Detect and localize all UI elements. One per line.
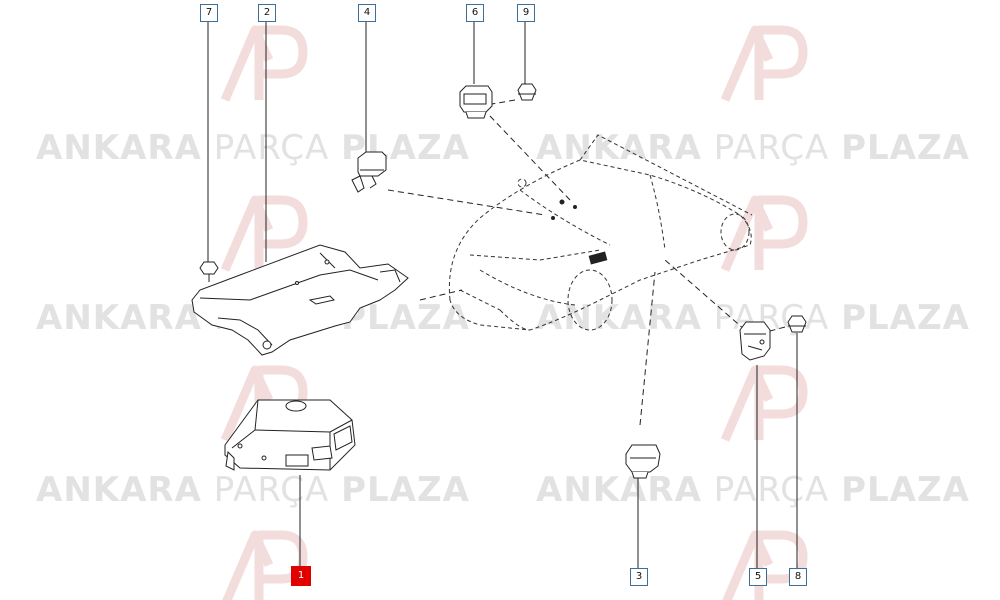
watermark-text: ANKARA PARÇA PLAZA bbox=[536, 470, 970, 510]
mount-point bbox=[551, 216, 555, 220]
part-5-sensor bbox=[739, 321, 771, 361]
callout-2[interactable]: 2 bbox=[258, 4, 276, 22]
callout-9[interactable]: 9 bbox=[517, 4, 535, 22]
callout-3[interactable]: 3 bbox=[630, 568, 648, 586]
part-7-nut bbox=[199, 261, 219, 282]
part-8-nut bbox=[787, 315, 807, 333]
watermark-logo bbox=[220, 195, 308, 272]
mount-point bbox=[559, 199, 565, 205]
watermark-logo bbox=[720, 25, 808, 102]
dashed-line bbox=[639, 271, 656, 426]
callout-1[interactable]: 1 bbox=[291, 566, 311, 586]
part-9-nut bbox=[517, 83, 537, 101]
dashed-line bbox=[664, 259, 746, 331]
callout-5[interactable]: 5 bbox=[749, 568, 767, 586]
callout-4[interactable]: 4 bbox=[358, 4, 376, 22]
callout-6[interactable]: 6 bbox=[466, 4, 484, 22]
watermark-logo bbox=[220, 25, 308, 102]
watermark-logo bbox=[720, 195, 808, 272]
watermark-text: ANKARA PARÇA PLAZA bbox=[536, 128, 970, 168]
callout-7[interactable]: 7 bbox=[200, 4, 218, 22]
watermark-logo bbox=[222, 530, 308, 600]
vehicle-center-console bbox=[588, 251, 608, 265]
dashed-line bbox=[387, 189, 546, 216]
dashed-line bbox=[769, 326, 786, 332]
dashed-line bbox=[491, 99, 516, 105]
callout-8[interactable]: 8 bbox=[789, 568, 807, 586]
dashed-line bbox=[419, 289, 463, 301]
watermark-text: ANKARA PARÇA PLAZA bbox=[536, 298, 970, 338]
mount-point bbox=[573, 205, 577, 209]
part-1-control-unit bbox=[224, 399, 356, 471]
part-6-sensor bbox=[459, 85, 493, 119]
dashed-line bbox=[489, 115, 571, 201]
watermark-text: ANKARA PARÇA PLAZA bbox=[36, 470, 470, 510]
part-3-sensor bbox=[625, 444, 661, 479]
vehicle-outline bbox=[448, 134, 753, 331]
part-2-bracket bbox=[191, 244, 409, 356]
part-4-sensor bbox=[351, 151, 387, 193]
watermark-logo bbox=[720, 365, 808, 442]
